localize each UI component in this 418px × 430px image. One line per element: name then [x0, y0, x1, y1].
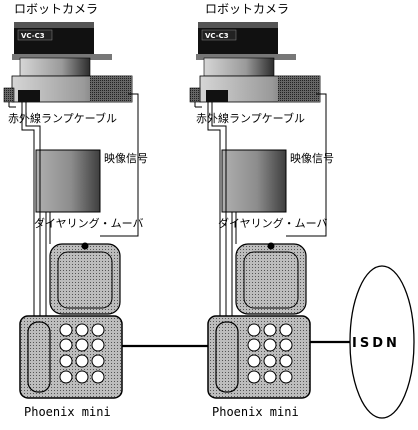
- video-signal-label: 映像信号: [104, 152, 148, 165]
- ir-lamp: [189, 87, 201, 103]
- phone-body: [19, 315, 123, 399]
- dialing-mover: [221, 149, 287, 213]
- phone-label: Phoenix mini: [24, 405, 111, 419]
- station-2: ロボットカメラ VC-C3 赤外線ランプケーブル 映像信号 ダイヤリング・ムーバ: [189, 2, 334, 419]
- keypad: [59, 323, 105, 384]
- cables: [21, 93, 139, 316]
- isdn-label: ISDN: [352, 336, 400, 351]
- camera-brand-label: VC-C3: [21, 32, 45, 40]
- cables: [207, 93, 327, 316]
- robot-camera: VC-C3: [196, 22, 321, 103]
- handset: [49, 242, 121, 315]
- handset: [235, 242, 307, 315]
- video-signal-label: 映像信号: [290, 152, 334, 165]
- camera-label: ロボットカメラ: [205, 2, 289, 16]
- station-1: ロボットカメラ VC-C3 赤外線ランプケーブル 映像信号 ダイヤリング・ムーバ: [3, 2, 148, 419]
- ir-lamp: [3, 87, 15, 103]
- dialing-mover-label: ダイヤリング・ムーバ: [218, 216, 328, 230]
- phone-body: [207, 315, 311, 399]
- camera-label: ロボットカメラ: [14, 2, 98, 16]
- camera-brand-label: VC-C3: [205, 32, 229, 40]
- ir-cable-label: 赤外線ランプケーブル: [8, 111, 117, 125]
- robot-camera: VC-C3: [11, 22, 133, 103]
- keypad: [247, 323, 293, 384]
- dialing-mover: [35, 149, 101, 213]
- phone-label: Phoenix mini: [212, 405, 299, 419]
- isdn-network: [349, 265, 415, 419]
- ir-cable-label: 赤外線ランプケーブル: [196, 111, 305, 125]
- dialing-mover-label: ダイヤリング・ムーバ: [34, 216, 144, 230]
